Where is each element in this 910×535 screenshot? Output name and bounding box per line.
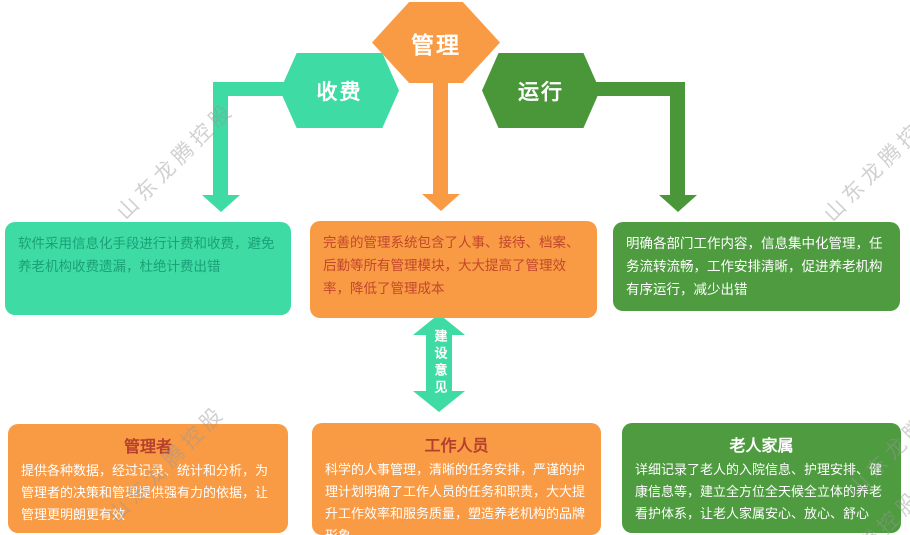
double-arrow-stem: [426, 334, 452, 392]
staff-box: 工作人员 科学的人事管理，清晰的任务安排，严谨的护理计划明确了工作人员的任务和职…: [312, 423, 601, 535]
operate-description-box: 明确各部门工作内容，信息集中化管理，任务流转流畅，工作安排清晰，促进养老机构有序…: [613, 222, 900, 311]
operate-arrow-vertical-segment: [670, 82, 685, 196]
manage-description-text: 完善的管理系统包含了人事、接待、档案、后勤等所有管理模块，大大提高了管理效率，降…: [323, 235, 580, 297]
operate-arrow-horizontal-segment: [592, 82, 685, 96]
manager-box-body: 提供各种数据，经过记录、统计和分析，为管理者的决策和管理提供强有力的依据，让管理…: [21, 464, 269, 523]
fee-arrowhead-icon: [202, 195, 240, 212]
operate-arrowhead-icon: [659, 195, 697, 212]
staff-box-title: 工作人员: [424, 436, 489, 455]
double-arrow-down-icon: [413, 391, 465, 412]
hexagon-fee-label: 收费: [316, 79, 363, 104]
connector-label: 建设意见: [431, 329, 447, 397]
family-box-title: 老人家属: [729, 436, 794, 455]
hexagon-operate: 运行: [482, 53, 600, 128]
manager-box: 管理者 提供各种数据，经过记录、统计和分析，为管理者的决策和管理提供强有力的依据…: [8, 424, 288, 533]
hexagon-operate-label: 运行: [518, 79, 564, 104]
family-box-body: 详细记录了老人的入院信息、护理安排、健康信息等，建立全方位全天候全立体的养老看护…: [635, 463, 883, 522]
double-arrow-connector: 建设意见: [413, 314, 465, 412]
hexagon-manage: 管理: [372, 2, 500, 83]
fee-description-text: 软件采用信息化手段进行计费和收费，避免养老机构收费遗漏，杜绝计费出错: [18, 236, 275, 275]
manager-box-title: 管理者: [123, 437, 172, 456]
watermark-text: 山东龙腾控股: [819, 99, 910, 227]
family-box: 老人家属 详细记录了老人的入院信息、护理安排、健康信息等，建立全方位全天候全立体…: [622, 423, 901, 533]
manage-description-box: 完善的管理系统包含了人事、接待、档案、后勤等所有管理模块，大大提高了管理效率，降…: [310, 221, 597, 318]
fee-arrow-vertical-segment: [213, 82, 228, 196]
staff-box-body: 科学的人事管理，清晰的任务安排，严谨的护理计划明确了工作人员的任务和职责，大大提…: [325, 463, 586, 535]
manage-arrowhead-icon: [422, 194, 460, 211]
double-arrow-up-icon: [413, 314, 465, 335]
hexagon-fee: 收费: [280, 53, 399, 128]
operate-description-text: 明确各部门工作内容，信息集中化管理，任务流转流畅，工作安排清晰，促进养老机构有序…: [626, 236, 883, 298]
fee-description-box: 软件采用信息化手段进行计费和收费，避免养老机构收费遗漏，杜绝计费出错: [5, 222, 291, 315]
fee-arrow-horizontal-segment: [213, 82, 295, 96]
manage-arrow-vertical-segment: [433, 82, 448, 195]
hexagon-manage-label: 管理: [411, 32, 461, 59]
